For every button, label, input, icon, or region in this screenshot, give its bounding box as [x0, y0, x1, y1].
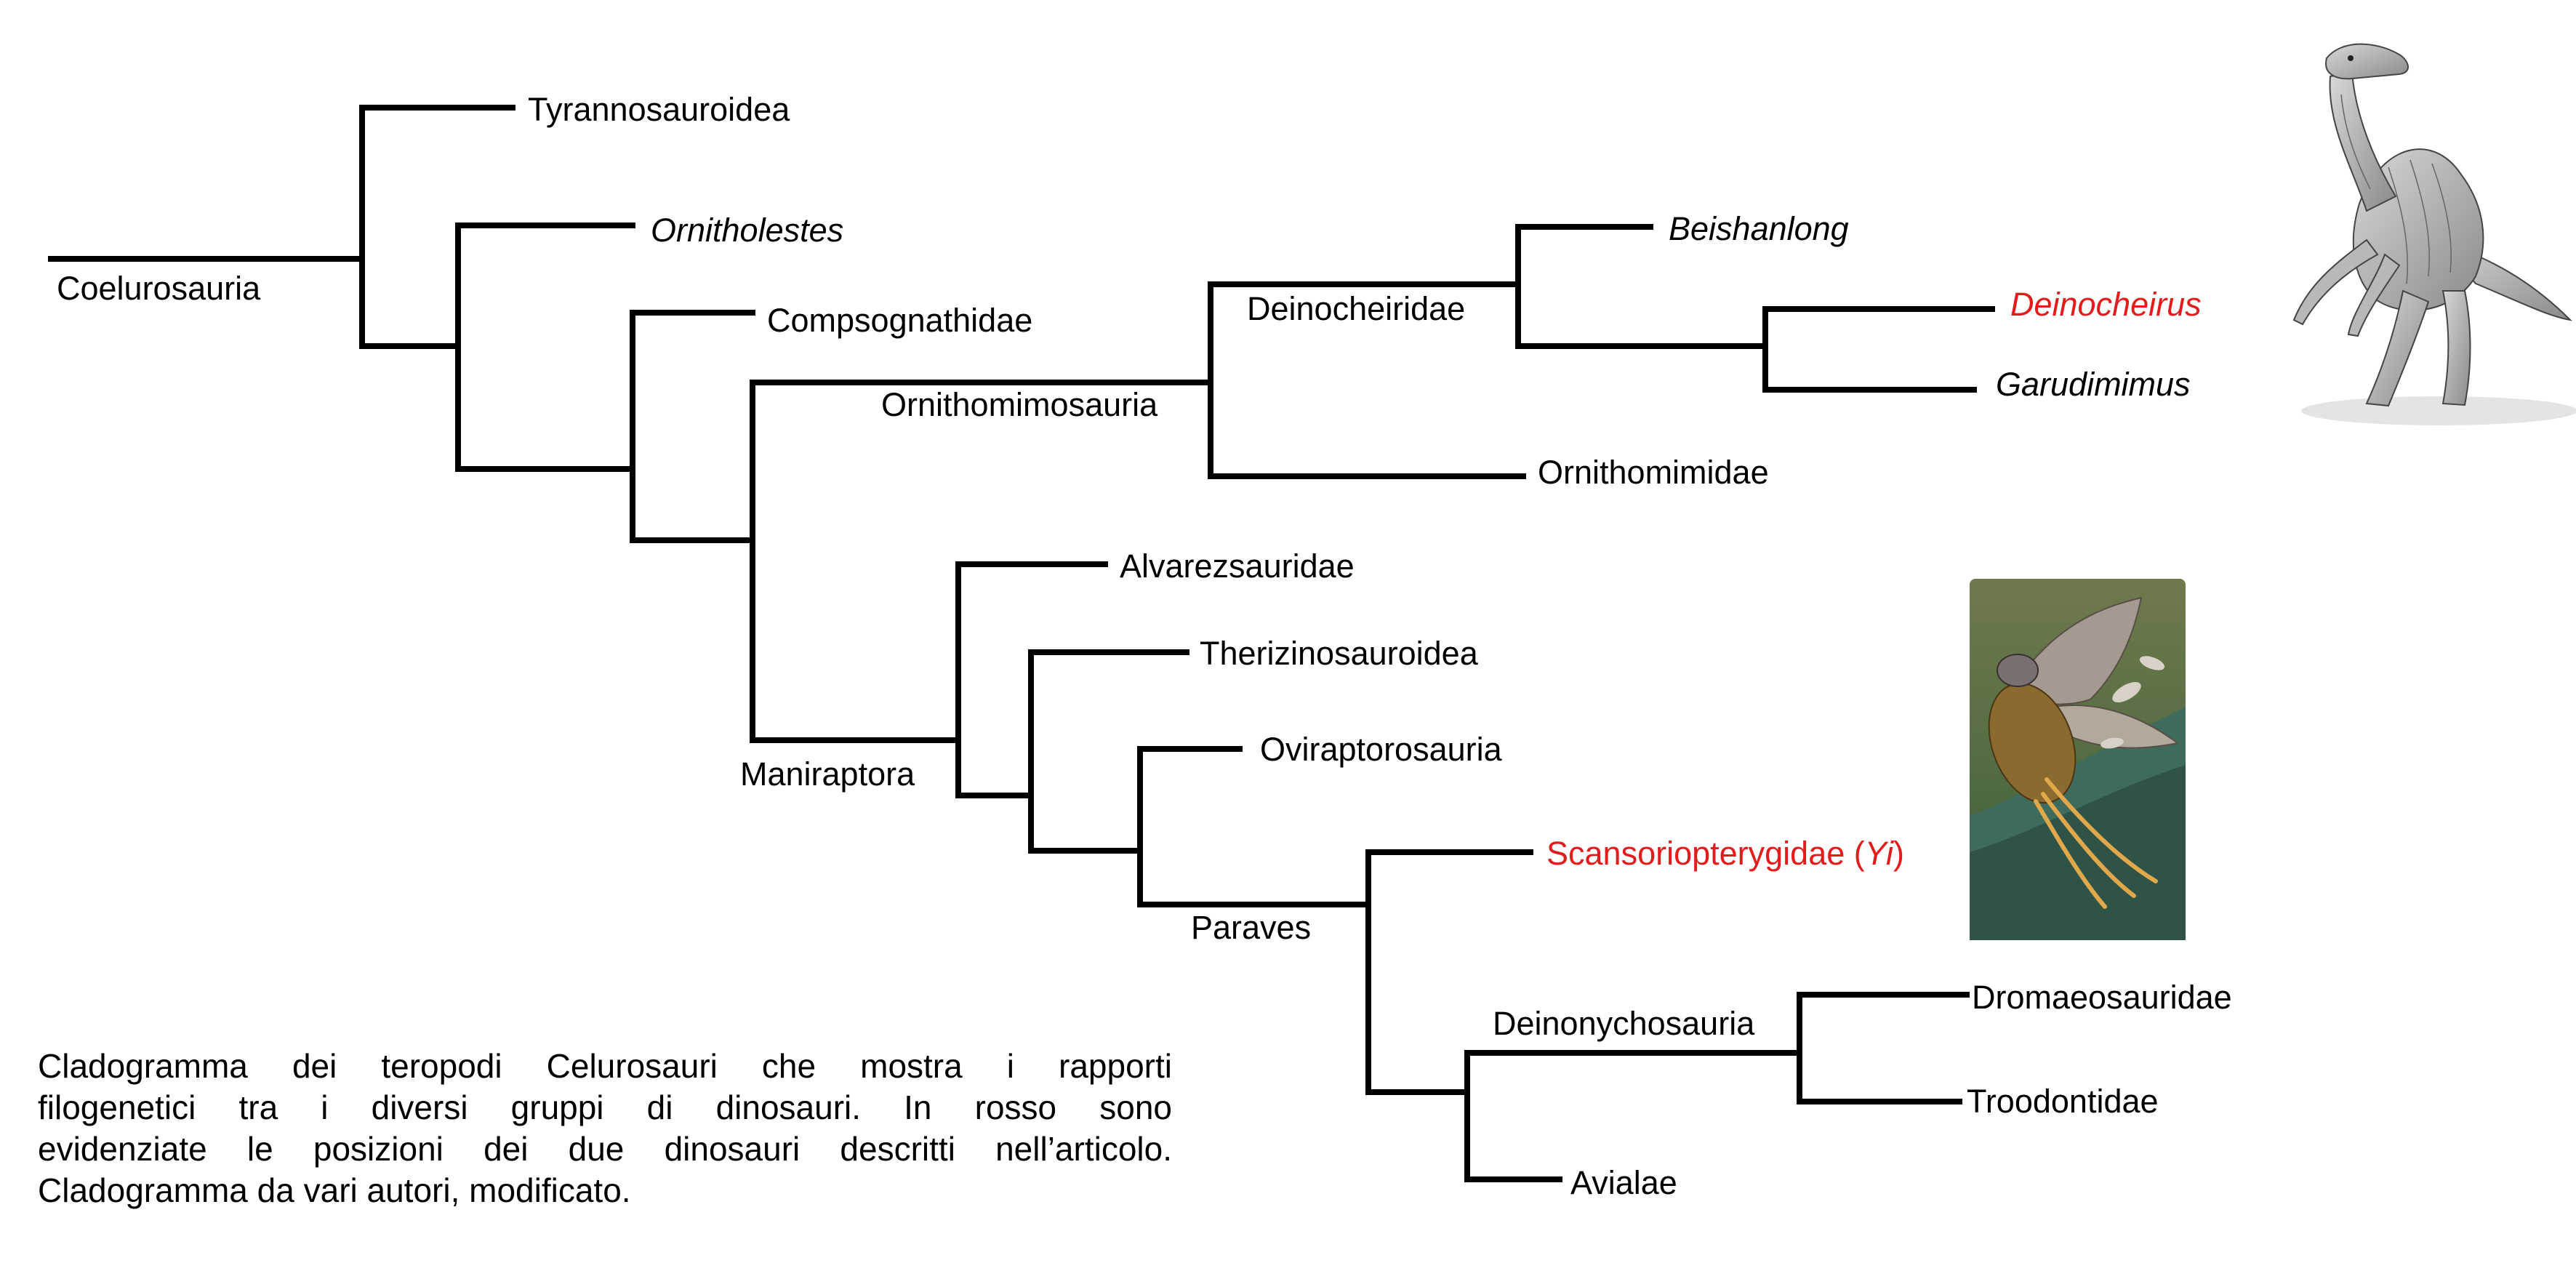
label-coelurosauria: Coelurosauria [57, 270, 261, 307]
label-tyrannosauroidea: Tyrannosauroidea [528, 91, 790, 128]
scansoriopterygidae-text: Scansoriopterygidae ( [1546, 835, 1865, 872]
caption-line-1: Cladogramma dei teropodi Celurosauri che… [38, 1047, 1172, 1085]
label-therizinosauroidea: Therizinosauroidea [1200, 635, 1478, 672]
caption-line-2: filogenetici tra i diversi gruppi di din… [38, 1088, 1172, 1126]
label-compsognathidae: Compsognathidae [767, 302, 1033, 339]
label-deinocheirus: Deinocheirus [2010, 286, 2202, 323]
label-deinonychosauria: Deinonychosauria [1493, 1005, 1755, 1042]
yi-illustration [1970, 579, 2186, 940]
label-maniraptora: Maniraptora [740, 755, 915, 793]
label-scansoriopterygidae: Scansoriopterygidae (Yi) [1546, 837, 1904, 870]
caption-line-4: Cladogramma da vari autori, modificato. [38, 1171, 631, 1209]
yi-text: Yi [1864, 835, 1893, 872]
caption-line-3: evidenziate le posizioni dei due dinosau… [38, 1130, 1172, 1168]
label-alvarezsauridae: Alvarezsauridae [1120, 548, 1355, 585]
label-deinocheiridae: Deinocheiridae [1247, 290, 1466, 327]
deinocheirus-illustration [2292, 43, 2576, 425]
label-paraves: Paraves [1191, 909, 1312, 946]
caption: Cladogramma dei teropodi Celurosauri che… [38, 1046, 1172, 1211]
label-ornithomimosauria: Ornithomimosauria [881, 386, 1158, 423]
label-troodontidae: Troodontidae [1967, 1083, 2159, 1120]
label-avialae: Avialae [1570, 1164, 1677, 1201]
label-ornitholestes: Ornitholestes [651, 212, 844, 249]
label-beishanlong: Beishanlong [1669, 210, 1849, 247]
label-oviraptorosauria: Oviraptorosauria [1260, 731, 1502, 768]
scansoriopterygidae-close: ) [1893, 835, 1904, 872]
label-ornithomimidae: Ornithomimidae [1538, 454, 1769, 491]
label-dromaeosauridae: Dromaeosauridae [1972, 979, 2232, 1016]
label-garudimimus: Garudimimus [1996, 366, 2191, 403]
